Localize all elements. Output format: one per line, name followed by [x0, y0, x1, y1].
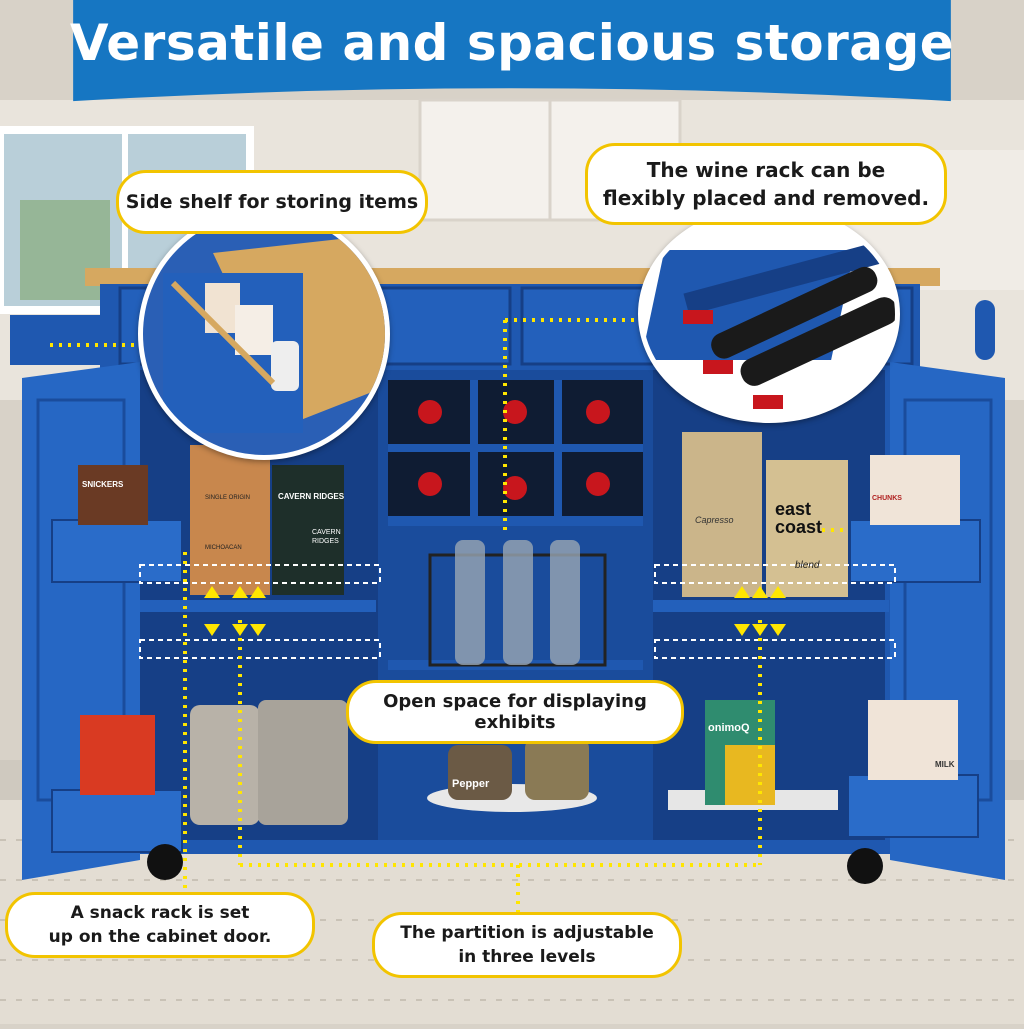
- coffee-right-sub: blend: [795, 560, 820, 571]
- down-arrow-icon: [752, 624, 768, 636]
- milk-label: MILK: [935, 760, 955, 769]
- coffee-left-sub: CAVERN RIDGES: [312, 529, 341, 545]
- down-arrow-icon: [734, 624, 750, 636]
- down-arrow-icon: [204, 624, 220, 636]
- coffee-small-sub: MICHOACAN: [205, 545, 242, 551]
- callout-partition: The partition is adjustable in three lev…: [372, 912, 682, 978]
- callout-wine-rack: The wine rack can be flexibly placed and…: [585, 143, 947, 225]
- coffee-small-label: SINGLE ORIGIN: [205, 495, 251, 501]
- snacks-label: SNICKERS: [82, 480, 124, 489]
- callout-open-space: Open space for displaying exhibits: [346, 680, 684, 744]
- jar-label: Pepper: [452, 778, 490, 790]
- wine-rack-zoom: [638, 205, 900, 423]
- page-title: Versatile and spacious storage: [69, 14, 955, 72]
- up-arrow-icon: [204, 586, 220, 598]
- cereal-label: CHUNKS: [872, 495, 902, 502]
- up-arrow-icon: [734, 586, 750, 598]
- down-arrow-icon: [232, 624, 248, 636]
- up-arrow-icon: [250, 586, 266, 598]
- coffee-right-script: Capresso: [695, 515, 734, 525]
- coffee-left-label: CAVERN RIDGES: [278, 492, 345, 501]
- callout-snack-rack: A snack rack is set up on the cabinet do…: [5, 892, 315, 958]
- up-arrow-icon: [770, 586, 786, 598]
- up-arrow-icon: [752, 586, 768, 598]
- coffee-right-brand: east coast: [775, 499, 823, 537]
- down-arrow-icon: [770, 624, 786, 636]
- callout-side-shelf: Side shelf for storing items: [116, 170, 428, 234]
- box-label: onimoQ: [708, 722, 750, 734]
- up-arrow-icon: [232, 586, 248, 598]
- title-banner: [73, 0, 951, 102]
- down-arrow-icon: [250, 624, 266, 636]
- side-shelf-zoom: [138, 208, 390, 460]
